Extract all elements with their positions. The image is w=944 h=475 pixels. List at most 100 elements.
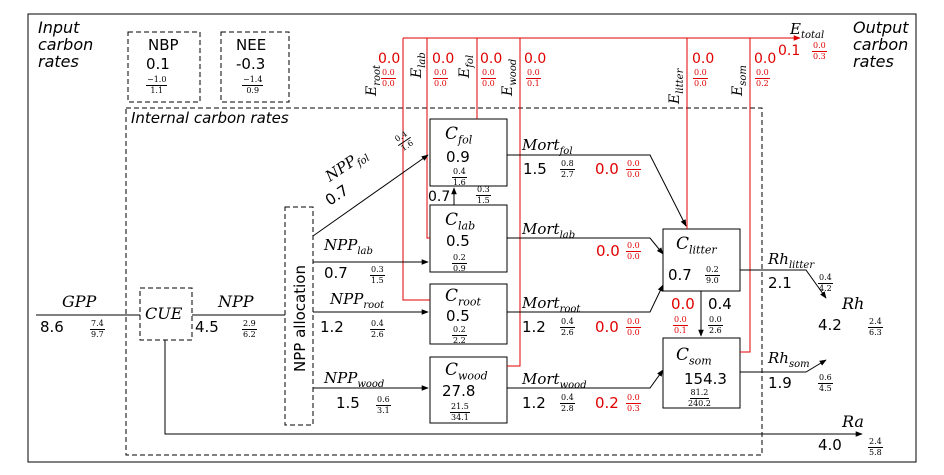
- flow-lines: [36, 154, 863, 437]
- mort-wood-fire-value: 0.2: [595, 394, 619, 412]
- e-lab-label: Elab: [409, 52, 428, 78]
- nee-name: NEE: [236, 36, 267, 54]
- outer-frame: [27, 13, 917, 463]
- npp-label: NPP: [218, 292, 254, 311]
- c-root-box: [429, 283, 508, 345]
- internal-rates-label: Internal carbon rates: [131, 109, 289, 127]
- mort-fol-label: Mortfol: [522, 136, 573, 157]
- e-wood-value: 0.0: [524, 51, 547, 67]
- input-rates-line: carbon: [38, 34, 94, 54]
- fire-lines: [402, 35, 801, 367]
- rh-litter-label: Rhlitter: [768, 250, 815, 271]
- input-rates-label: Input carbon rates: [38, 19, 94, 70]
- npp-allocation-label: NPP allocation: [291, 265, 309, 372]
- nbp-box: [127, 31, 201, 103]
- c-wood-label: Cwood: [445, 360, 488, 383]
- nee-value: -0.3: [236, 55, 266, 73]
- c-root-value: 0.5: [446, 307, 470, 325]
- e-root-value: 0.0: [378, 51, 401, 67]
- ra-value: 4.0: [818, 436, 842, 454]
- c-som-label: Csom: [676, 345, 712, 368]
- rh-som-value: 1.9: [768, 374, 792, 392]
- litter-to-som-fire-value: 0.0: [671, 295, 695, 313]
- c-root-label: Croot: [445, 286, 481, 309]
- npp-lab-label: NPPlab: [324, 236, 373, 257]
- mort-root-label: Mortroot: [522, 294, 581, 315]
- rh-som-label: Rhsom: [768, 349, 810, 370]
- e-root-label: Eroot: [364, 64, 383, 96]
- e-fol-label: Efol: [457, 54, 476, 78]
- lab-to-fol-value: 0.7: [428, 189, 451, 205]
- nbp-name: NBP: [148, 36, 179, 54]
- e-litter-label: Elitter: [667, 68, 686, 104]
- e-som-value: 0.0: [754, 51, 777, 67]
- ra-label: Ra: [842, 412, 864, 431]
- c-litter-label: Clitter: [676, 234, 717, 257]
- rh-value: 4.2: [818, 316, 842, 334]
- mort-root-value: 1.2: [522, 318, 546, 336]
- e-wood-label: Ewood: [500, 58, 519, 96]
- mort-wood-label: Mortwood: [522, 370, 587, 391]
- litter-to-som-value: 0.4: [708, 295, 732, 313]
- npp-wood-value: 1.5: [336, 394, 360, 412]
- e-som-label: Esom: [730, 65, 749, 96]
- e-lab-value: 0.0: [432, 51, 455, 67]
- mort-wood-value: 1.2: [522, 394, 546, 412]
- npp-root-value: 1.2: [320, 318, 344, 336]
- internal-box: [125, 107, 763, 456]
- nbp-value: 0.1: [146, 55, 170, 73]
- output-rates-label: Output carbon rates: [853, 19, 909, 71]
- c-som-value: 154.3: [684, 370, 727, 388]
- c-lab-value: 0.5: [446, 232, 470, 250]
- mort-lab-label: Mortlab: [522, 220, 576, 241]
- c-lab-label: Clab: [445, 210, 476, 233]
- output-rates-line: rates: [853, 51, 894, 71]
- mort-fol-fire-value: 0.0: [595, 160, 619, 178]
- c-litter-value: 0.7: [668, 266, 692, 284]
- gpp-label: GPP: [62, 292, 97, 311]
- npp-root-label: NPProot: [330, 290, 385, 311]
- e-litter-value: 0.0: [692, 51, 715, 67]
- mort-lab-fire-value: 0.0: [596, 242, 620, 260]
- e-fol-value: 0.0: [480, 51, 503, 67]
- cue-box: [139, 287, 193, 341]
- nee-box: [220, 31, 290, 103]
- rh-label: Rh: [842, 294, 865, 313]
- mort-root-fire-value: 0.0: [595, 318, 619, 336]
- rh-litter-value: 2.1: [768, 274, 792, 292]
- c-wood-value: 27.8: [442, 382, 476, 400]
- e-total-value: 0.1: [778, 43, 801, 59]
- c-wood-box: [429, 356, 508, 424]
- c-fol-value: 0.9: [446, 148, 470, 166]
